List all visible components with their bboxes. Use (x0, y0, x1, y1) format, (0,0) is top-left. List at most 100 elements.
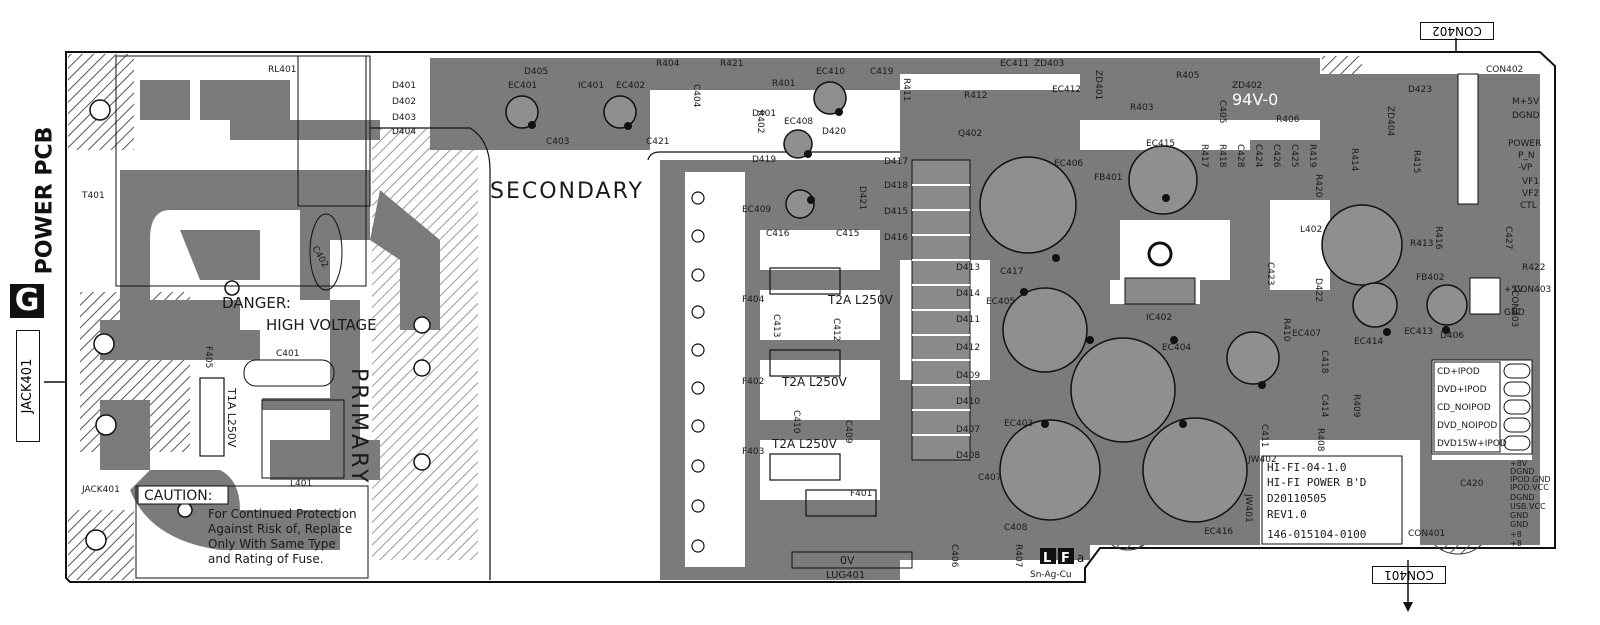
designator-c414: C414 (1319, 394, 1329, 418)
designator-d414: D414 (956, 289, 980, 299)
designator-ec402: EC402 (616, 81, 645, 91)
fuse-f402-value: T2A L250V (781, 375, 848, 389)
designator-ec403: EC403 (1004, 419, 1033, 429)
board-info: HI-FI-04-1.0 HI-FI POWER B'D D20110505 R… (1261, 455, 1403, 545)
designator-d420: D420 (822, 127, 846, 137)
diode-bank (911, 159, 971, 461)
designator-ic402: IC402 (1146, 313, 1172, 323)
designator-r420: R420 (1313, 174, 1323, 198)
designator-f403: F403 (742, 447, 764, 457)
designator-f402: F402 (742, 377, 764, 387)
con402-label-6: VF1 (1522, 177, 1539, 187)
danger-line2: HIGH VOLTAGE (266, 316, 377, 334)
designator-c417: C417 (1000, 267, 1023, 277)
designator-c423: C423 (1265, 262, 1275, 285)
capacitor-dots (528, 108, 1450, 428)
designator-r401: R401 (772, 79, 795, 89)
designator-ec410: EC410 (816, 67, 845, 77)
designator-ec404: EC404 (1162, 343, 1191, 353)
designator-d408: D408 (956, 451, 980, 461)
designator-r403: R403 (1130, 103, 1153, 113)
con401-pin-5: DVD15W+IPOD (1437, 439, 1507, 449)
designator-d407: D407 (956, 425, 980, 435)
designator-r404: R404 (656, 59, 680, 69)
designator-c401: C401 (276, 349, 299, 359)
designator-ec408: EC408 (784, 117, 813, 127)
fuse-f405-value: T1A L250V (225, 387, 238, 448)
designator-ec411: EC411 (1000, 59, 1029, 69)
caution-line-3: Only With Same Type (208, 537, 336, 551)
con401-side-3: IPOD.GND (1510, 475, 1551, 484)
designator-c403: C403 (546, 137, 569, 147)
designator-c420: C420 (1460, 479, 1484, 489)
designator-l401: L401 (290, 479, 312, 489)
hatch-isolation (372, 128, 478, 560)
designator-ec409: EC409 (742, 205, 771, 215)
designator-d402: D402 (392, 97, 416, 107)
designator-d409: D409 (956, 371, 980, 381)
con401-pin-2: DVD+IPOD (1437, 385, 1487, 395)
copper-primary (100, 80, 440, 550)
designator-r421: R421 (720, 59, 743, 69)
board-info-line4: REV1.0 (1267, 508, 1307, 521)
designator-r413: R413 (1410, 239, 1433, 249)
designator-r402: R402 (755, 110, 765, 133)
title-letter: G (10, 284, 44, 318)
designator-r407: R407 (1013, 544, 1023, 567)
lug-label: LUG401 (826, 570, 865, 581)
designator-d422: D422 (1313, 278, 1323, 302)
designator-zd404: ZD404 (1385, 106, 1395, 137)
con401-side-8: GND (1510, 520, 1528, 529)
capacitors-large (505, 81, 1468, 523)
designator-d410: D410 (956, 397, 980, 407)
designator-jack401: JACK401 (81, 485, 120, 495)
designator-ec401: EC401 (508, 81, 537, 91)
designator-d401: D401 (392, 81, 416, 91)
caution-line-1: For Continued Protection (208, 507, 357, 521)
con402-label-8: CTL (1520, 201, 1537, 211)
designator-d405: D405 (524, 67, 548, 77)
designator-c424: C424 (1253, 144, 1263, 168)
designator-c421: C421 (646, 137, 669, 147)
zone-primary: PRIMARY (346, 368, 371, 485)
pads-primary (85, 99, 431, 551)
designator-r408: R408 (1315, 428, 1325, 452)
designator-d403: D403 (392, 113, 416, 123)
con401-side-2: DGND (1510, 467, 1535, 476)
designator-c407: C407 (978, 473, 1001, 483)
designator-c413: C413 (771, 314, 781, 337)
designator-l402: L402 (1300, 225, 1322, 235)
con401-arrow (1403, 602, 1413, 612)
designator-jw401: JW401 (1243, 493, 1253, 523)
designator-t401: T401 (81, 191, 105, 201)
designator-zd401: ZD401 (1093, 70, 1103, 100)
board-info-line3: D20110505 (1267, 492, 1327, 505)
designator-c428: C428 (1235, 144, 1245, 168)
rating-94v0: 94V-0 (1232, 90, 1278, 109)
board-info-line5: 146-015104-0100 (1267, 528, 1366, 541)
lf-l: L (1043, 551, 1051, 566)
con403-label-2: CON403 (1509, 290, 1519, 327)
con401-pin-4: DVD_NOIPOD (1437, 421, 1497, 431)
designator-c427: C427 (1503, 226, 1513, 249)
con402-label-2: DGND (1512, 111, 1540, 121)
designator-jw402: JW402 (1247, 455, 1277, 465)
designator-c416: C416 (766, 229, 790, 239)
designator-d412: D412 (956, 343, 980, 353)
lug-value: 0V (840, 554, 855, 567)
ic402 (1124, 241, 1196, 305)
designator-ec407: EC407 (1292, 329, 1321, 339)
con401-pin-3: CD_NOIPOD (1437, 403, 1491, 413)
designator-con401: CON401 (1408, 529, 1445, 539)
designator-d404: D404 (392, 127, 416, 137)
designator-con402: CON402 (1486, 65, 1523, 75)
solder-type: Sn-Ag-Cu (1030, 570, 1072, 580)
con401-side-6: USB.VCC (1510, 502, 1546, 511)
fuse-f403-value: T2A L250V (771, 437, 838, 451)
con403-labels: +5V CON403 GND (1469, 277, 1525, 327)
lf-a: a (1077, 551, 1084, 565)
designator-d413: D413 (956, 263, 980, 273)
caution-title: CAUTION: (144, 488, 213, 504)
designator-c425: C425 (1289, 144, 1299, 167)
